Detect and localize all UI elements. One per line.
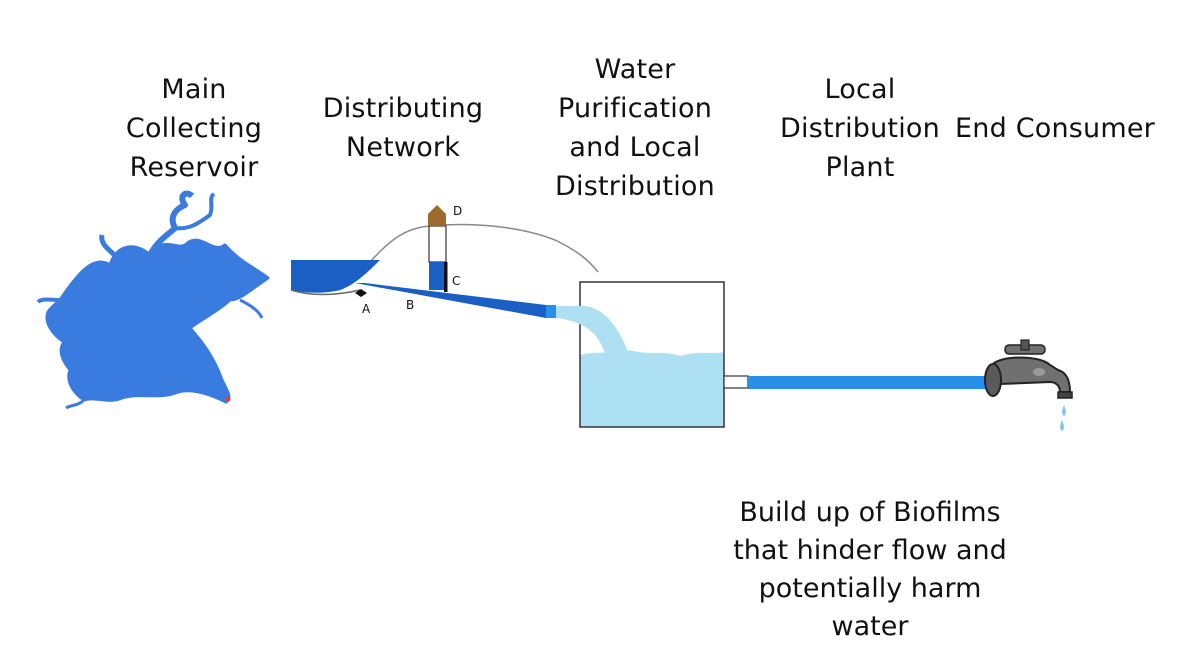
point-label-b: B bbox=[406, 298, 414, 312]
basin-bed bbox=[290, 289, 361, 296]
valve-marker bbox=[355, 289, 367, 297]
biofilm-note: Build up of Biofilms that hinder flow an… bbox=[733, 497, 1007, 642]
pipe-outlet bbox=[546, 305, 556, 318]
standpipe-water bbox=[429, 262, 446, 290]
point-label-d: D bbox=[453, 204, 462, 218]
water-distribution-diagram: Main Collecting Reservoir Distributing N… bbox=[36, 54, 1155, 642]
stage-label-local-plant: Local Distribution Plant bbox=[780, 74, 940, 183]
purification-tank bbox=[579, 281, 725, 428]
hill-profile bbox=[369, 223, 599, 273]
water-drops bbox=[1060, 405, 1066, 431]
source-basin bbox=[291, 260, 380, 293]
standpipe-empty bbox=[428, 225, 447, 263]
stage-label-network: Distributing Network bbox=[322, 93, 484, 163]
inflow-stream bbox=[556, 306, 628, 354]
point-label-c: C bbox=[452, 274, 460, 288]
point-label-a: A bbox=[362, 302, 371, 316]
house-icon bbox=[428, 205, 446, 226]
faucet-icon bbox=[984, 339, 1073, 399]
main-pipe bbox=[355, 283, 546, 318]
standpipe-gauge bbox=[444, 262, 448, 292]
tank-outlet bbox=[723, 375, 749, 389]
stage-label-reservoir: Main Collecting Reservoir bbox=[125, 74, 263, 183]
reservoir-marker bbox=[225, 396, 231, 402]
diagram-graphics: D C A B bbox=[36, 190, 1073, 431]
distribution-pipe bbox=[748, 376, 986, 389]
tank-water bbox=[580, 350, 724, 427]
reservoir-shape bbox=[36, 190, 270, 410]
stage-label-purification: Water Purification and Local Distributio… bbox=[555, 54, 715, 202]
stage-label-end-consumer: End Consumer bbox=[955, 113, 1155, 144]
